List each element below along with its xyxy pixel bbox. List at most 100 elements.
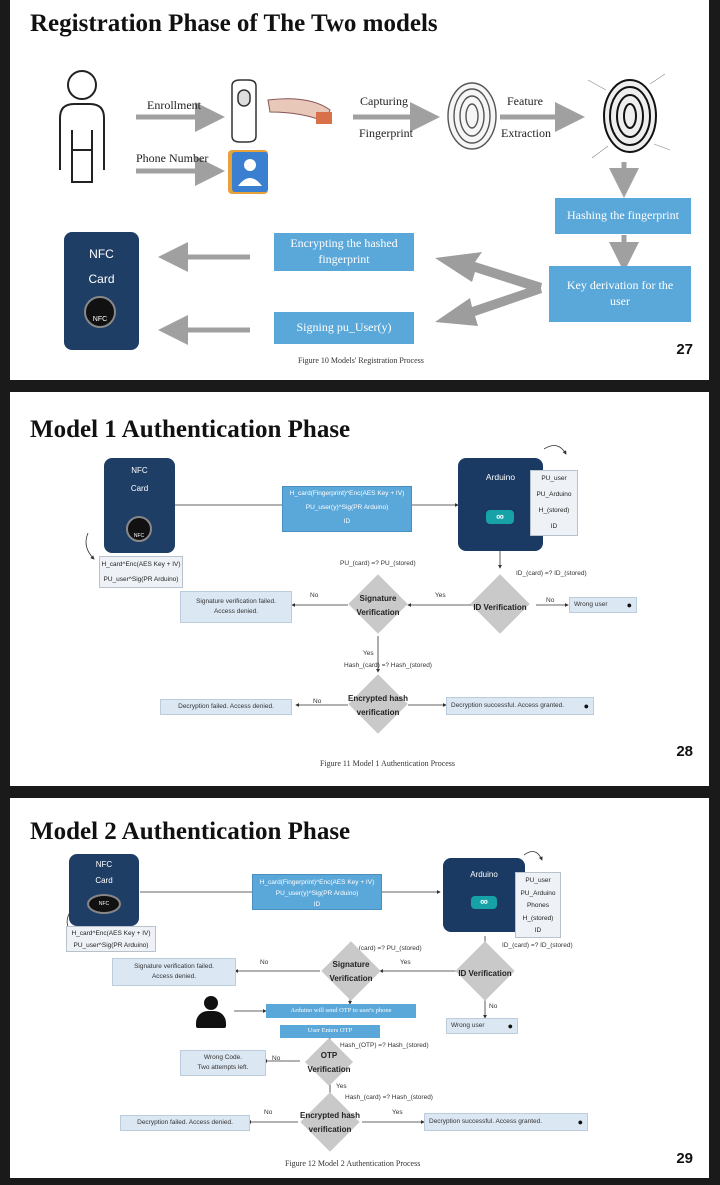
user-granted-icon: ● <box>577 1116 583 1127</box>
yes-label: Yes <box>336 1083 347 1090</box>
feature-label: Feature <box>507 94 543 108</box>
label-line: OTP <box>320 1051 338 1060</box>
label-line: verification <box>308 1124 352 1134</box>
slide-model2: Model 2 Authentication Phase NFC Card NF… <box>10 798 709 1178</box>
no-label: No <box>313 698 322 705</box>
yes-label: Yes <box>400 959 411 966</box>
wrong-code-line: Two attempts left. <box>197 1064 249 1071</box>
decryption-failed-box: Decryption failed. Access denied. <box>120 1115 250 1131</box>
signing-box: Signing pu_User(y) <box>274 312 414 344</box>
decryption-failed-box: Decryption failed. Access denied. <box>160 699 292 715</box>
message-line: PU_user(y)^Sig(PR Arduino) <box>305 504 389 511</box>
yes-label: Yes <box>392 1109 403 1116</box>
store-item: Phones <box>526 902 550 909</box>
signature-verification-label: Signature Verification <box>343 592 413 619</box>
id-verification-label: ID Verification <box>458 969 512 978</box>
nfc-card: NFC Card NFC <box>104 458 175 553</box>
store-item: PU_Arduino <box>536 491 572 498</box>
label-line: Verification <box>356 607 400 617</box>
store-item: ID <box>550 523 558 530</box>
capturing-label: Capturing <box>360 94 408 108</box>
page-number: 29 <box>676 1150 693 1167</box>
hash-compare: Hash_(card) =? Hash_(stored) <box>345 1094 433 1101</box>
pu-compare: PU_(card) =? PU_(stored) <box>346 945 422 952</box>
user-phone-icon <box>194 996 230 1028</box>
label-line: Verification <box>307 1064 351 1074</box>
slide-model1: Model 1 Authentication Phase NFC Card NF… <box>10 392 709 786</box>
hashing-box: Hashing the fingerprint <box>555 198 691 234</box>
no-label: No <box>489 1003 498 1010</box>
fingerprint-sensor-icon <box>231 79 257 143</box>
no-label: No <box>546 597 555 604</box>
decryption-success-text: Decryption successful. Access granted. <box>451 701 565 709</box>
label-line: Signature <box>332 960 370 969</box>
store-item: ID <box>534 927 542 934</box>
yes-label: Yes <box>435 592 446 599</box>
page-number: 27 <box>676 341 693 358</box>
label-line: verification <box>356 707 400 717</box>
message-line: H_card(Fingerprint)^Enc(AES Key + IV) <box>289 490 405 497</box>
card-store-line: PU_user^Sig(PR Arduino) <box>73 942 149 949</box>
card-store: H_card^Enc(AES Key + IV) PU_user^Sig(PR … <box>99 556 183 588</box>
id-verification-label: ID Verification <box>473 603 527 612</box>
id-compare: ID_(card) =? ID_(stored) <box>516 570 587 577</box>
encrypted-hash-label: Encrypted hash verification <box>295 1109 365 1136</box>
otp-verification-label: OTP Verification <box>299 1049 359 1076</box>
message-line: H_card(Fingerprint)^Enc(AES Key + IV) <box>259 879 375 886</box>
nfc-card: NFC Card NFC <box>64 232 139 350</box>
fingerprint-label: Fingerprint <box>359 126 413 140</box>
figure-caption: Figure 10 Models' Registration Process <box>298 356 424 365</box>
figure-caption: Figure 12 Model 2 Authentication Process <box>285 1159 421 1168</box>
nfc-logo-icon: NFC <box>126 516 152 542</box>
nfc-logo-icon: NFC <box>84 296 116 328</box>
arduino-logo-icon: ∞ <box>471 896 497 909</box>
decryption-success-box: Decryption successful. Access granted. ● <box>446 697 594 715</box>
slide-title: Model 1 Authentication Phase <box>30 416 351 443</box>
wrong-code-line: Wrong Code. <box>203 1053 243 1061</box>
otp-compare: Hash_(OTP) =? Hash_(stored) <box>340 1042 429 1049</box>
card-store-line: H_card^Enc(AES Key + IV) <box>71 930 151 937</box>
store-item: PU_user <box>525 877 551 884</box>
nfc-title: NFC <box>89 247 114 261</box>
no-label: No <box>272 1055 281 1062</box>
message-line: ID <box>343 518 351 525</box>
message-box: H_card(Fingerprint)^Enc(AES Key + IV) PU… <box>282 486 412 532</box>
card-store-line: H_card^Enc(AES Key + IV) <box>101 561 181 568</box>
sig-failed-line: Signature verification failed. <box>196 597 276 605</box>
slide-title: Model 2 Authentication Phase <box>30 818 351 845</box>
message-line: PU_user(y)^Sig(PR Arduino) <box>275 890 359 897</box>
message-line: ID <box>313 901 321 908</box>
hash-compare: Hash_(card) =? Hash_(stored) <box>344 662 432 669</box>
nfc-title: NFC <box>131 466 148 475</box>
store-item: H_(stored) <box>522 914 554 922</box>
encrypting-box: Encrypting the hashed fingerprint <box>274 233 414 271</box>
card-title: Card <box>130 484 149 493</box>
wrong-user-box: Wrong user ● <box>446 1018 518 1034</box>
user-denied-icon: ● <box>507 1020 513 1031</box>
wrong-code-box: Wrong Code. Two attempts left. <box>180 1050 266 1076</box>
id-compare: ID_(card) =? ID_(stored) <box>502 942 573 949</box>
figure-caption: Figure 11 Model 1 Authentication Process <box>320 759 456 768</box>
arduino-board: Arduino ∞ <box>443 858 525 932</box>
nfc-card: NFC Card NFC <box>69 854 139 926</box>
decryption-success-text: Decryption successful. Access granted. <box>429 1117 543 1125</box>
wrong-user-text: Wrong user <box>574 600 608 608</box>
nfc-title: NFC <box>95 860 113 869</box>
pu-compare: PU_(card) =? PU_(stored) <box>340 560 416 567</box>
otp-send-box: Arduino will send OTP to user's phone <box>266 1004 416 1018</box>
arduino-title: Arduino <box>485 472 516 482</box>
user-enters-otp-box: User Enters OTP <box>280 1025 380 1038</box>
arduino-board: Arduino ∞ <box>458 458 543 551</box>
enrollment-label: Enrollment <box>147 98 201 112</box>
wrong-user-text: Wrong user <box>451 1021 485 1029</box>
label-line: Encrypted hash <box>347 694 408 703</box>
fingerprint-icon <box>447 82 497 150</box>
sig-failed-line: Access denied. <box>151 973 197 980</box>
store-item: H_(stored) <box>538 507 570 514</box>
model1-connectors <box>85 445 569 707</box>
store-item: PU_Arduino <box>520 889 556 897</box>
encrypted-hash-label: Encrypted hash verification <box>343 692 413 719</box>
arduino-logo-icon: ∞ <box>486 510 514 524</box>
finger-scan-icon <box>267 98 332 124</box>
contacts-icon <box>228 150 268 194</box>
